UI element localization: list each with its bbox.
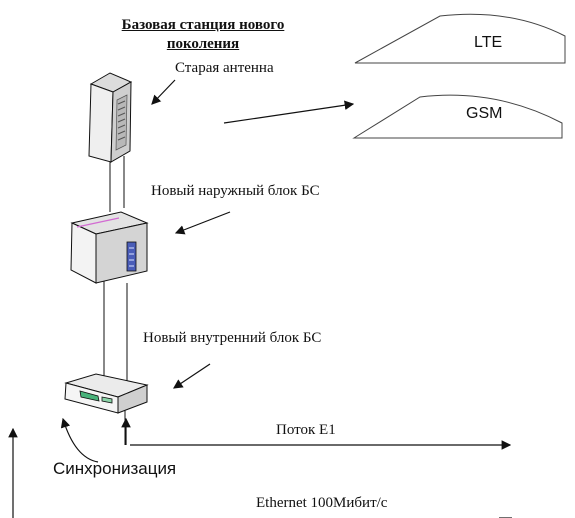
- lte-coverage-curve: [354, 13, 566, 64]
- indoor-unit-device: [64, 373, 149, 414]
- sync-label: Синхронизация: [53, 459, 177, 478]
- lte-label: LTE: [474, 34, 503, 51]
- outdoor-unit-label: Новый наружный блок БС: [151, 183, 320, 199]
- diagram-title-line-1: Базовая станция нового: [121, 17, 285, 33]
- old-antenna-label: Старая антенна: [175, 60, 274, 76]
- old-antenna-device: [88, 72, 133, 163]
- outdoor-unit-device: [70, 211, 149, 284]
- stream-label: Поток E1: [276, 422, 336, 438]
- gsm-label: GSM: [466, 105, 503, 122]
- annotation-arrows: [8, 79, 512, 518]
- diagram-title-line-2: поколения: [166, 36, 240, 52]
- gsm-coverage-curve: [352, 94, 563, 139]
- indoor-unit-label: Новый внутренний блок БС: [143, 330, 322, 346]
- ethernet-label: Ethernet 100Мибит/с: [256, 495, 388, 511]
- diagram-title: Базовая станция нового поколения: [58, 16, 348, 54]
